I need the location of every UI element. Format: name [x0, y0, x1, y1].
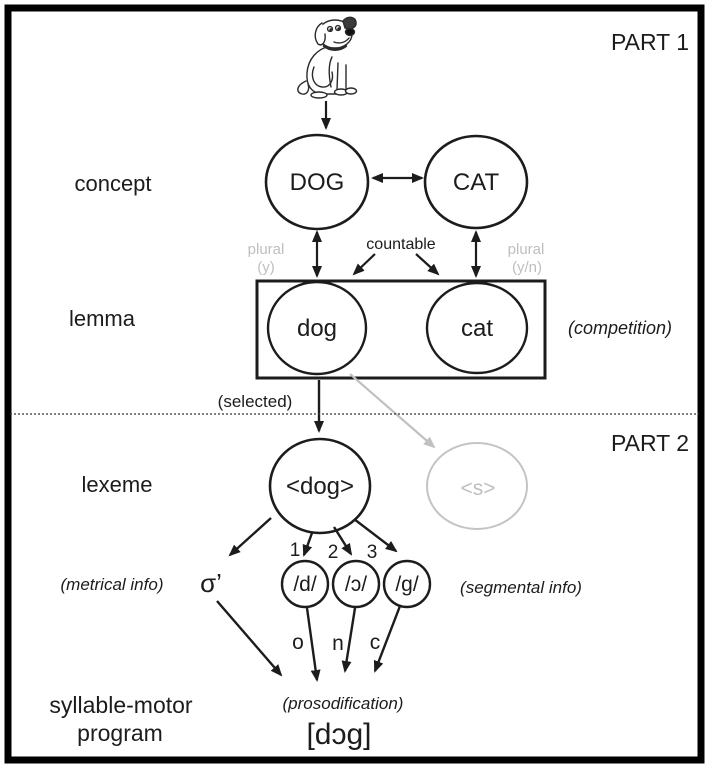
- concept-node-cat: [423, 134, 529, 230]
- arrow-sigma-to-prosodification: [216, 600, 283, 677]
- phoneme-node-d-label: /d/: [293, 573, 317, 596]
- lexeme-node-plural-s: [426, 442, 528, 530]
- plural-right-label-line1: plural: [508, 241, 545, 258]
- arrow-lexeme-to-d: [302, 532, 314, 557]
- phonetic-output-label: [dɔg]: [306, 718, 371, 751]
- segment-position-2: 2: [328, 542, 339, 563]
- phoneme-node-open-o: [331, 559, 381, 609]
- row-label-syllable-motor-line1: syllable-motor: [49, 692, 192, 718]
- syllable-slot-onset: o: [292, 631, 304, 654]
- lexeme-node-dog-label: <dog>: [286, 473, 354, 500]
- arrow-lexeme-to-g: [353, 518, 398, 553]
- lemma-node-dog-label: dog: [297, 315, 337, 342]
- countable-label: countable: [366, 236, 435, 253]
- concept-node-dog: [264, 133, 370, 231]
- row-label-lemma: lemma: [69, 306, 136, 331]
- concept-node-dog-label: DOG: [290, 169, 345, 196]
- arrow-d-to-prosodification: [305, 607, 321, 682]
- outer-border: [4, 4, 705, 764]
- prosodification-label: (prosodification): [283, 694, 404, 713]
- segment-position-1: 1: [290, 540, 301, 561]
- plural-left-label-line2: (y): [257, 259, 275, 276]
- metrical-info-label: (metrical info): [61, 575, 164, 594]
- lexeme-node-dog: [268, 437, 372, 535]
- lemma-node-cat: [425, 281, 529, 375]
- phoneme-node-open-o-label: /ɔ/: [345, 573, 367, 596]
- row-label-syllable-motor-line2: program: [77, 720, 163, 746]
- dog-illustration: [297, 16, 358, 99]
- concept-node-cat-label: CAT: [453, 169, 500, 196]
- arrow-lemma-to-plural-s: [349, 373, 436, 449]
- part1-label: PART 1: [611, 29, 689, 55]
- row-label-lexeme: lexeme: [82, 472, 153, 497]
- row-label-concept: concept: [74, 171, 151, 196]
- plural-left-label-line1: plural: [248, 241, 285, 258]
- lemma-node-cat-label: cat: [461, 315, 493, 342]
- competition-label: (competition): [568, 318, 672, 338]
- arrow-countable-left: [352, 253, 376, 276]
- arrow-g-to-prosodification: [373, 605, 402, 673]
- phoneme-node-g: [382, 559, 432, 609]
- selected-label: (selected): [218, 392, 293, 411]
- syllable-slot-nucleus: n: [332, 632, 344, 655]
- lemma-node-dog: [266, 280, 368, 376]
- segment-position-3: 3: [367, 542, 378, 563]
- arrow-lexeme-to-metrical: [228, 517, 272, 557]
- lexeme-node-plural-s-label: <s>: [460, 477, 495, 500]
- arrow-open-o-to-prosodification: [341, 607, 357, 673]
- arrow-countable-right: [415, 253, 440, 276]
- arrow-lexeme-to-o: [332, 526, 353, 556]
- plural-right-label-line2: (y/n): [512, 259, 542, 276]
- part2-label: PART 2: [611, 430, 689, 456]
- segmental-info-label: (segmental info): [460, 578, 582, 597]
- phoneme-node-d: [280, 559, 330, 609]
- syllable-slot-coda: c: [370, 631, 381, 654]
- sigma-node-label: σ’: [200, 568, 222, 598]
- phoneme-node-g-label: /g/: [395, 573, 419, 596]
